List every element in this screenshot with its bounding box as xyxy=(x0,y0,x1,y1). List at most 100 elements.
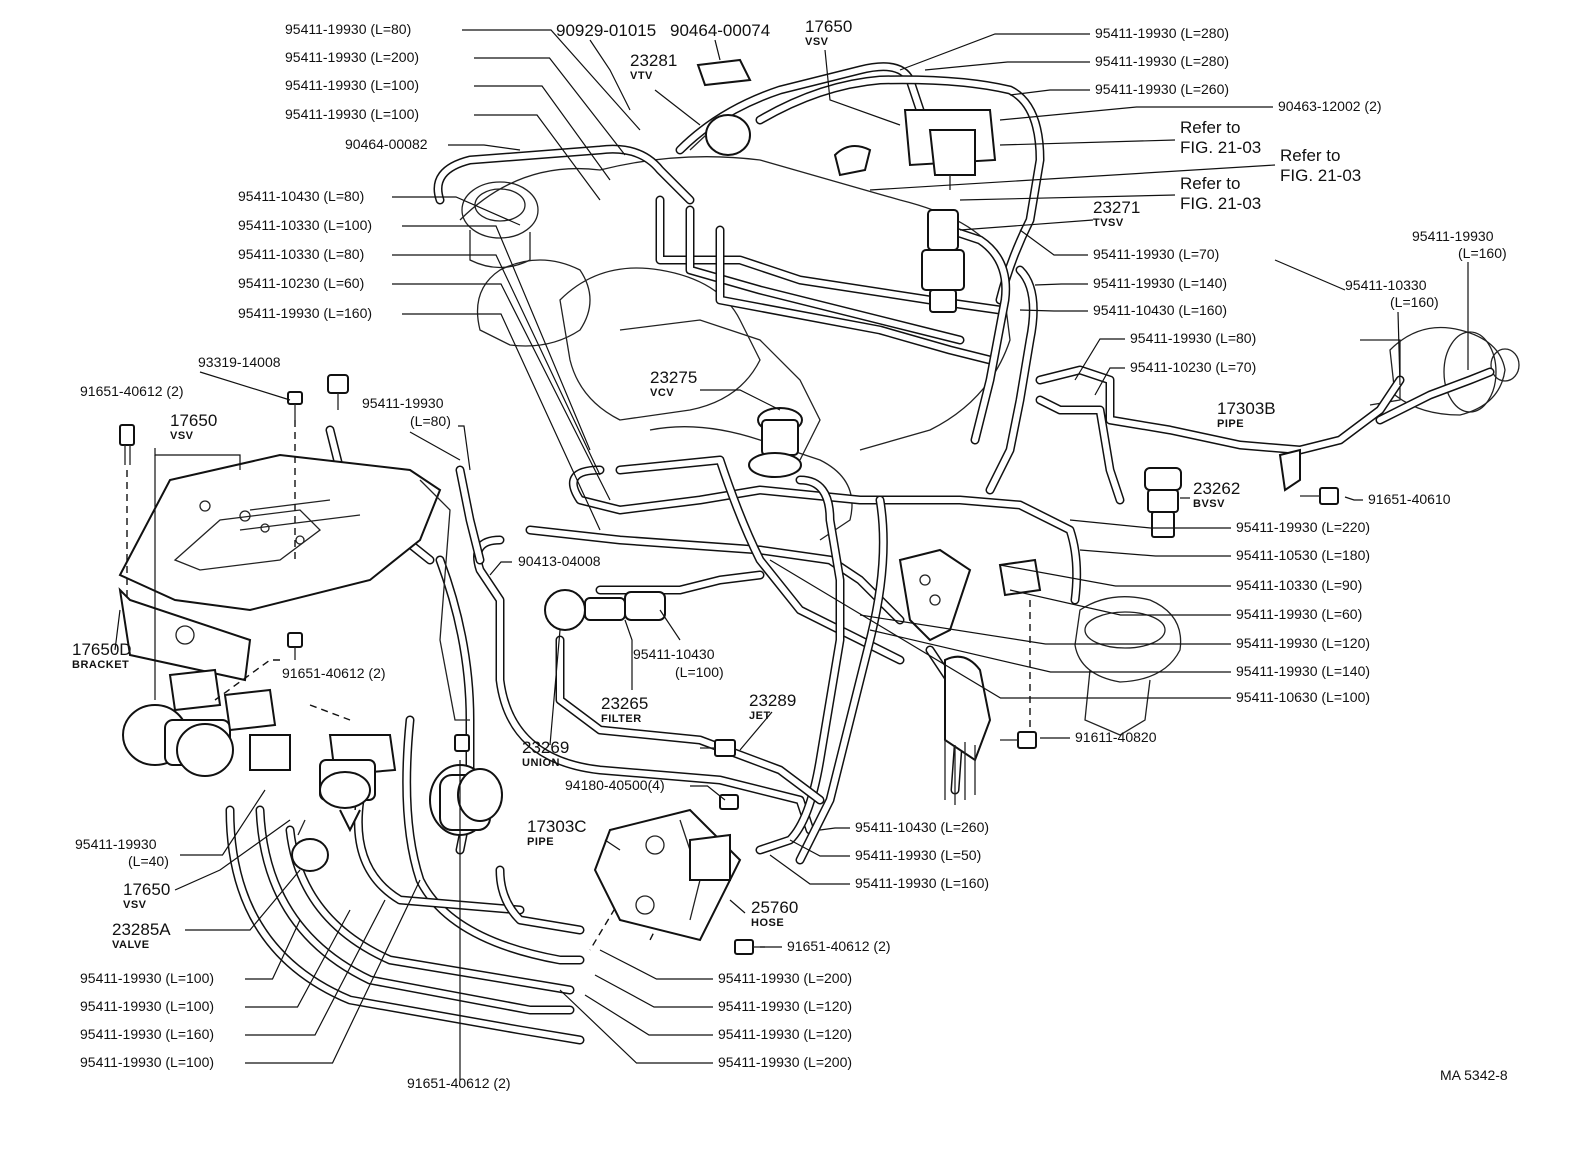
footer-code: MA 5342-8 xyxy=(1440,1067,1508,1083)
leader-line xyxy=(869,629,1231,673)
part-name: VCV xyxy=(650,387,674,399)
leader-line xyxy=(448,144,521,151)
leader-line xyxy=(1019,229,1088,256)
part-number: 23289 xyxy=(749,691,796,710)
canister xyxy=(429,764,503,836)
callout-labels: 95411-19930 (L=80) 95411-19930 (L=200) 954… xyxy=(75,21,1507,1091)
callout-label: 95411-19930 (L=200) xyxy=(718,1054,852,1070)
callout-label: 95411-10530 (L=180) xyxy=(1236,547,1370,563)
callout-label: 95411-19930 xyxy=(1412,228,1494,244)
callout-label: 90464-00082 xyxy=(345,136,428,152)
callout-label: 91651-40612 (2) xyxy=(787,938,891,954)
filter-23265 xyxy=(544,589,666,631)
callout-label: 95411-19930 (L=100) xyxy=(80,1054,214,1070)
callout-label: 95411-19930 (L=100) xyxy=(285,106,419,122)
leader-line xyxy=(999,106,1273,121)
part-name: VSV xyxy=(805,36,829,48)
callout-label: 91651-40610 xyxy=(1368,491,1451,507)
leader-line xyxy=(1344,496,1363,501)
tvsv-23271 xyxy=(921,209,965,313)
part-number: 23285A xyxy=(112,920,171,939)
callout-label: (L=160) xyxy=(1458,245,1507,261)
leader-line xyxy=(594,974,713,1008)
leader-line xyxy=(462,29,641,131)
leader-line xyxy=(392,196,521,226)
leader-line xyxy=(1079,549,1231,557)
callout-label: 94180-40500(4) xyxy=(565,777,665,793)
callout-label: 95411-19930 (L=50) xyxy=(855,847,981,863)
part-name: HOSE xyxy=(751,917,784,929)
leader-line xyxy=(1009,589,1231,616)
leader-line xyxy=(1069,519,1231,529)
callout-label: 95411-10430 (L=260) xyxy=(855,819,989,835)
callout-label: 95411-19930 (L=160) xyxy=(238,305,372,321)
leader-line xyxy=(392,283,611,501)
callout-label: 90463-12002 (2) xyxy=(1278,98,1382,114)
part-leaders xyxy=(114,39,1469,1080)
part-number: 23281 xyxy=(630,51,677,70)
vsv-17650-center xyxy=(319,734,397,833)
callout-label: 95411-10430 (L=80) xyxy=(238,188,364,204)
leader-line xyxy=(474,57,626,156)
part-number: 90929-01015 xyxy=(556,21,656,40)
callout-label: 95411-19930 (L=120) xyxy=(1236,635,1370,651)
engine-outline xyxy=(459,156,1520,736)
jet-23289 xyxy=(700,739,736,757)
leader-lines xyxy=(180,29,1363,1064)
part-number: 25760 xyxy=(751,898,798,917)
callout-label: 91611-40820 xyxy=(1075,729,1157,745)
part-name: VSV xyxy=(170,430,194,442)
callout-label: 91651-40612 (2) xyxy=(80,383,184,399)
part-number: 17650D xyxy=(72,640,132,659)
part-number: 17650 xyxy=(170,411,217,430)
callout-label: 95411-19930 (L=280) xyxy=(1095,53,1229,69)
leader-line xyxy=(1009,89,1090,96)
callout-label: 95411-10430 (L=160) xyxy=(1093,302,1227,318)
callout-label: (L=80) xyxy=(410,413,451,429)
part-name: FILTER xyxy=(601,713,642,725)
callout-label: (L=100) xyxy=(675,664,724,680)
callout-label: 95411-19930 (L=280) xyxy=(1095,25,1229,41)
part-name: PIPE xyxy=(1217,418,1244,430)
leader-line xyxy=(789,839,850,857)
leader-line xyxy=(584,994,713,1036)
part-number: 23269 xyxy=(522,738,569,757)
leader-line xyxy=(392,254,601,476)
reference-line2: FIG. 21-03 xyxy=(1280,166,1361,185)
part-number: 23262 xyxy=(1193,479,1240,498)
leader-line xyxy=(1074,338,1125,381)
part-name: BRACKET xyxy=(72,659,129,671)
leader-line xyxy=(769,854,850,885)
leader-line xyxy=(1034,283,1088,286)
leader-line xyxy=(474,85,611,181)
callout-label: 95411-10330 (L=100) xyxy=(238,217,372,233)
callout-label: 95411-19930 (L=100) xyxy=(80,998,214,1014)
leader-line xyxy=(474,114,601,201)
callout-label: 93319-14008 xyxy=(198,354,281,370)
reference-line1: Refer to xyxy=(1180,118,1240,137)
leader-line xyxy=(769,559,1231,699)
leader-line xyxy=(180,789,266,856)
bvsv-23262 xyxy=(1144,467,1182,538)
bracket-17650d xyxy=(118,453,470,721)
part-name: VSV xyxy=(123,899,147,911)
vcv-23275 xyxy=(748,407,803,478)
callout-label: 95411-10430 xyxy=(633,646,715,662)
callout-label: 95411-19930 (L=60) xyxy=(1236,606,1362,622)
callout-label: 91651-40612 (2) xyxy=(282,665,386,681)
callout-label: 95411-19930 (L=80) xyxy=(285,21,411,37)
leader-line xyxy=(402,313,601,531)
part-number: 17650 xyxy=(805,17,852,36)
pipe-17303c xyxy=(593,808,742,942)
leader-line xyxy=(819,827,850,831)
vsv-17650-left xyxy=(122,668,291,777)
callout-label: 95411-19930 (L=120) xyxy=(718,1026,852,1042)
part-number: 23265 xyxy=(601,694,648,713)
leader-line xyxy=(245,899,386,1036)
callout-label: 95411-19930 (L=100) xyxy=(80,970,214,986)
callout-label: 95411-19930 (L=200) xyxy=(718,970,852,986)
callout-label: 95411-19930 xyxy=(75,836,157,852)
callout-label: (L=160) xyxy=(1390,294,1439,310)
callout-label: 95411-19930 (L=160) xyxy=(855,875,989,891)
